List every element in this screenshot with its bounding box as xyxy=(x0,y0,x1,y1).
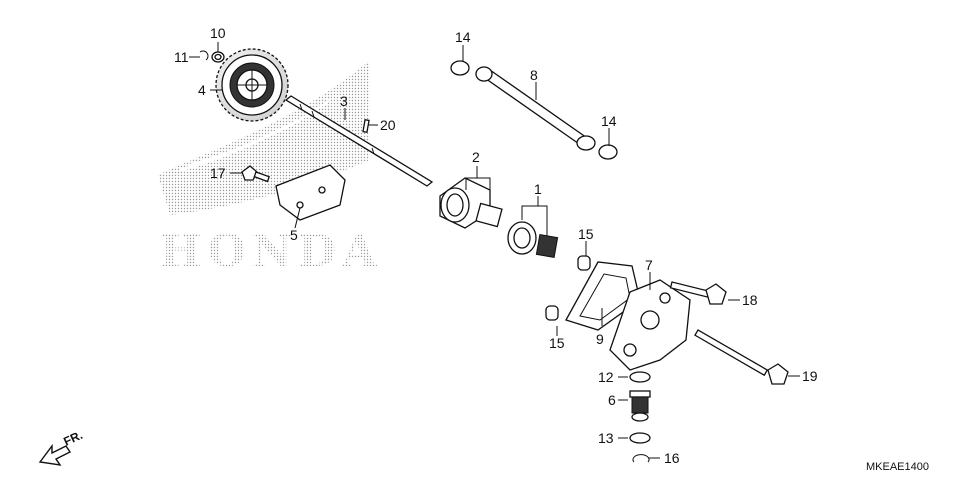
callout-9: 9 xyxy=(596,331,604,347)
part-1-outer-rotor[interactable] xyxy=(507,221,537,255)
front-label: FR. xyxy=(61,428,84,449)
callout-11: 11 xyxy=(174,49,189,65)
part-9-gasket[interactable] xyxy=(565,261,641,331)
part-10-washer[interactable] xyxy=(211,51,225,63)
part-13-washer[interactable] xyxy=(629,432,651,444)
callout-1: 1 xyxy=(534,181,542,197)
callout-7: 7 xyxy=(645,257,653,273)
part-7-pump-body[interactable] xyxy=(609,279,691,371)
callout-2: 2 xyxy=(472,149,480,165)
callouts: 10 11 4 3 20 17 5 14 8 14 2 1 15 15 9 7 … xyxy=(174,25,818,466)
part-18-bolt[interactable] xyxy=(669,281,727,305)
part-1-inner-rotor[interactable] xyxy=(535,234,559,258)
callout-16: 16 xyxy=(664,450,680,466)
callout-18: 18 xyxy=(742,292,758,308)
callout-12: 12 xyxy=(598,369,614,385)
part-8-pipe[interactable] xyxy=(475,66,596,151)
part-15-dowel-upper[interactable] xyxy=(577,255,591,271)
part-15-dowel-lower[interactable] xyxy=(545,305,559,321)
callout-6: 6 xyxy=(608,392,616,408)
callout-20: 20 xyxy=(380,117,396,133)
part-5-plate[interactable] xyxy=(275,164,346,221)
part-2-inner-rotor[interactable] xyxy=(475,202,503,228)
callout-4: 4 xyxy=(198,82,206,98)
callout-19: 19 xyxy=(802,368,818,384)
part-14-o-ring-upper[interactable] xyxy=(450,60,470,76)
callout-17: 17 xyxy=(210,165,226,181)
leader-lines xyxy=(189,42,800,459)
callout-10: 10 xyxy=(210,25,226,41)
part-14-o-ring-lower[interactable] xyxy=(598,144,618,160)
part-16-circlip[interactable] xyxy=(632,454,650,463)
part-12-washer[interactable] xyxy=(629,371,651,383)
callout-14-lower: 14 xyxy=(601,113,617,129)
part-17-bolt[interactable] xyxy=(241,165,270,183)
callout-14-upper: 14 xyxy=(455,29,471,45)
callout-15-upper: 15 xyxy=(578,226,594,242)
callout-8: 8 xyxy=(530,67,538,83)
part-3-pump-shaft[interactable] xyxy=(284,95,434,187)
part-11-circlip[interactable] xyxy=(199,50,209,61)
callout-3: 3 xyxy=(340,93,348,109)
part-4-driven-gear[interactable] xyxy=(215,48,289,122)
part-19-bolt[interactable] xyxy=(694,329,789,385)
honda-wordmark: HONDA xyxy=(160,226,382,277)
front-arrow-icon xyxy=(38,443,72,466)
diagram-code: MKEAE1400 xyxy=(866,461,929,473)
part-20-pin[interactable] xyxy=(362,118,370,134)
callout-15-lower: 15 xyxy=(549,335,565,351)
part-6-relief-valve[interactable] xyxy=(629,390,651,422)
callout-5: 5 xyxy=(290,227,298,243)
front-direction-indicator: FR. xyxy=(38,428,85,466)
callout-13: 13 xyxy=(598,430,614,446)
